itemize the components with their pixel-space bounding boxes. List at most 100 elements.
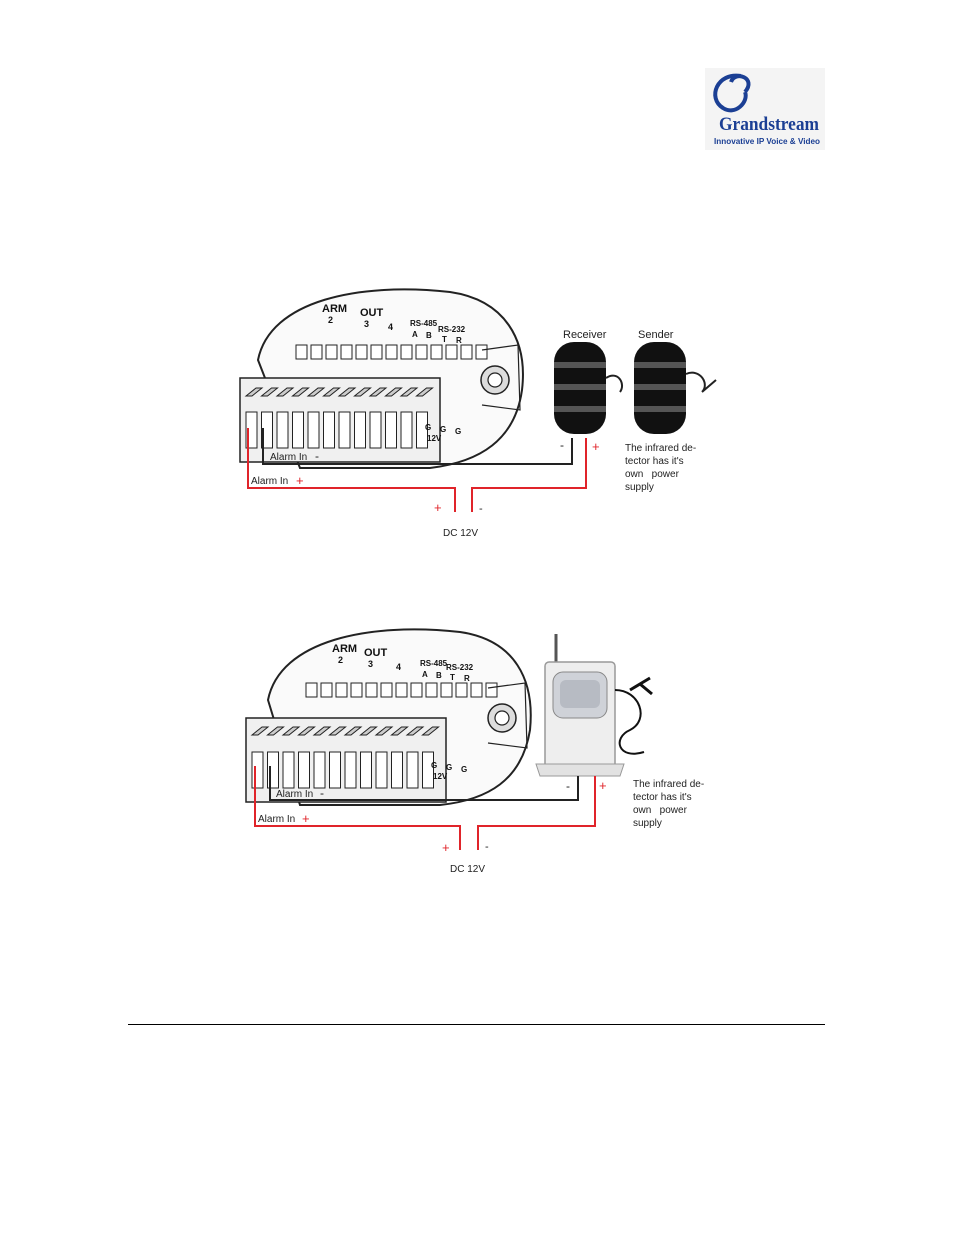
terminal-slot xyxy=(338,411,351,449)
terminal-slot xyxy=(320,682,333,698)
logo-brand-text: Grandstream xyxy=(719,114,819,135)
terminal-screw xyxy=(291,387,310,397)
terminal-slot xyxy=(406,751,419,789)
panel-label-rs232: RS-232 xyxy=(446,663,474,672)
terminal-slot xyxy=(391,751,403,789)
panel-label-rs485: RS-485 xyxy=(410,319,438,328)
note-line-2: tector has it's xyxy=(625,456,684,467)
alarm-panel-closeup: ARM 2 OUT 3 4 RS-485 A B RS-232 T R G G … xyxy=(239,288,524,469)
panel-label-t: T xyxy=(450,673,455,682)
panel-label-rs232: RS-232 xyxy=(438,325,466,334)
panel-label-alarm: ARM xyxy=(322,303,347,315)
terminal-slot xyxy=(410,682,423,698)
terminal-screw xyxy=(266,726,285,736)
terminal-screw xyxy=(374,726,394,736)
terminal-screw xyxy=(353,387,372,397)
bnc-connector-icon xyxy=(480,344,521,411)
terminal-slot xyxy=(385,411,397,449)
terminal-screw xyxy=(384,387,403,397)
terminal-slot xyxy=(292,411,304,449)
terminal-screw xyxy=(312,726,332,736)
note-line-3: own power xyxy=(633,805,688,816)
terminal-slot xyxy=(323,411,335,449)
alarm-in-plus-label: Alarm In xyxy=(251,476,288,487)
receiver-plus-sign: + xyxy=(592,439,600,454)
terminal-slot xyxy=(375,751,388,789)
terminal-slot xyxy=(425,682,438,698)
alarm-in-minus-label: Alarm In xyxy=(270,452,307,463)
panel-label-12v: 12V xyxy=(433,772,448,781)
panel-label-r: R xyxy=(456,336,462,345)
note-line-4: supply xyxy=(625,482,654,493)
terminal-slot xyxy=(344,751,357,789)
panel-label-a: A xyxy=(412,330,418,339)
terminal-slots-top xyxy=(295,344,488,360)
panel-label-a: A xyxy=(422,670,428,679)
terminal-slot xyxy=(307,411,320,449)
terminal-slot xyxy=(430,344,443,360)
alarm-in-minus-sign: - xyxy=(315,449,319,463)
terminal-screw xyxy=(399,387,419,397)
terminal-slot xyxy=(282,751,295,789)
terminal-slot xyxy=(385,344,398,360)
panel-label-out: OUT xyxy=(360,307,384,319)
terminal-slot xyxy=(365,682,378,698)
terminal-screw xyxy=(244,387,264,397)
wire-dc-minus xyxy=(471,438,587,512)
terminal-slot xyxy=(355,344,368,360)
terminal-slot xyxy=(422,751,434,789)
panel-label-4: 4 xyxy=(388,322,393,332)
terminal-slot xyxy=(455,682,468,698)
logo-tagline-text: Innovative IP Voice & Video xyxy=(714,137,820,146)
dc-minus-sign: - xyxy=(485,841,489,853)
terminal-slot xyxy=(325,344,338,360)
terminal-screw xyxy=(328,726,347,736)
terminal-screw xyxy=(322,387,341,397)
terminal-slot xyxy=(369,411,382,449)
panel-label-3: 3 xyxy=(364,319,369,329)
terminal-slot xyxy=(485,682,498,698)
detector-plus-sign: + xyxy=(599,778,607,793)
dc-12v-label: DC 12V xyxy=(443,528,478,539)
wire-dc-minus xyxy=(477,776,596,850)
wire-alarm-in-minus xyxy=(262,428,573,465)
terminal-slot xyxy=(460,344,473,360)
alarm-in-plus-label: Alarm In xyxy=(258,814,295,825)
terminal-screw xyxy=(405,726,425,736)
panel-label-g3: G xyxy=(461,765,467,774)
alarm-panel-closeup: ARM 2 OUT 3 4 RS-485 A B RS-232 T R G G … xyxy=(245,628,532,806)
dc-plus-sign: + xyxy=(434,500,442,515)
terminal-screws xyxy=(244,387,434,397)
terminal-screw xyxy=(281,726,301,736)
terminal-screw xyxy=(421,726,440,736)
receiver-minus-sign: - xyxy=(560,438,564,452)
dc-12v-label: DC 12V xyxy=(450,864,485,875)
grandstream-logo: Grandstream Innovative IP Voice & Video xyxy=(705,68,825,150)
terminal-slot xyxy=(445,344,458,360)
dc-plus-sign: + xyxy=(442,840,450,855)
alarm-in-plus-sign: + xyxy=(296,473,304,488)
sender-label: Sender xyxy=(638,329,674,341)
panel-label-12v: 12V xyxy=(427,434,442,443)
terminal-screw xyxy=(337,387,357,397)
panel-label-g1: G xyxy=(431,761,437,770)
wire-alarm-in-plus xyxy=(254,766,461,850)
terminal-slot xyxy=(276,411,289,449)
terminal-screw xyxy=(275,387,295,397)
terminal-screw xyxy=(359,726,378,736)
note-line-1: The infrared de- xyxy=(625,443,696,454)
terminal-slot xyxy=(370,344,383,360)
panel-label-alarm: ARM xyxy=(332,643,357,655)
terminal-slot xyxy=(475,344,488,360)
alarm-in-minus-sign: - xyxy=(320,786,324,800)
panel-label-4: 4 xyxy=(396,662,401,672)
terminal-screw xyxy=(390,726,409,736)
terminal-slot xyxy=(313,751,326,789)
note-line-4: supply xyxy=(633,818,662,829)
panel-label-b: B xyxy=(436,671,442,680)
terminal-screw xyxy=(260,387,279,397)
terminal-slot xyxy=(415,344,428,360)
terminal-slot xyxy=(298,751,310,789)
